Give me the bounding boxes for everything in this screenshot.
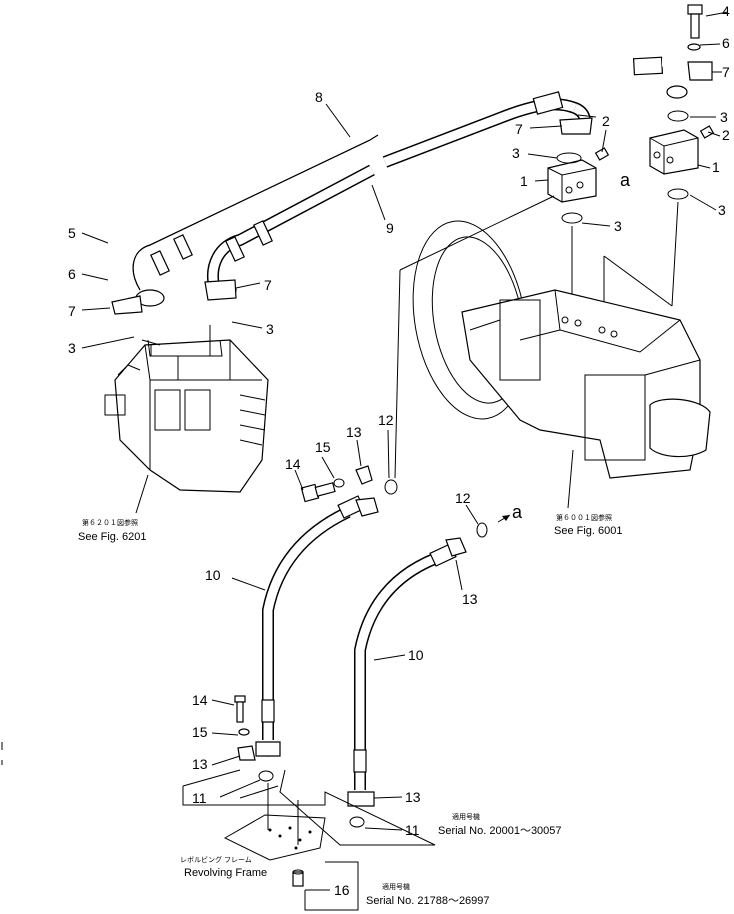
callout-4: 4 <box>722 3 730 19</box>
callout-15-top: 15 <box>315 439 331 455</box>
callout-1-center: 1 <box>520 173 528 189</box>
callout-3-mid: 3 <box>266 321 274 337</box>
hose-8 <box>132 56 688 291</box>
callout-13-low-right: 13 <box>405 789 421 805</box>
hose-10-left <box>255 495 379 757</box>
ref-fig6001-jp: 第６００１図参照 <box>556 513 612 522</box>
callout-3-center: 3 <box>512 145 520 161</box>
callout-7-left: 7 <box>68 303 76 319</box>
callout-5: 5 <box>68 225 76 241</box>
serial-2-en: Serial No. 21788～26997 <box>366 895 490 907</box>
callout-10-right: 10 <box>408 647 424 663</box>
connection-lines <box>394 195 679 479</box>
callout-7-mid: 7 <box>264 277 272 293</box>
serial-2-jp: 適用号機 <box>382 882 410 891</box>
label-a-top: a <box>620 170 631 190</box>
control-valve <box>104 339 269 493</box>
frame-label-en: Revolving Frame <box>184 867 267 879</box>
callout-3-left: 3 <box>68 340 76 356</box>
callout-13-top: 13 <box>346 424 362 440</box>
callout-2-center: 2 <box>602 113 610 129</box>
main-pump <box>412 220 711 479</box>
callout-15-low: 15 <box>192 724 208 740</box>
lower-small-parts <box>234 465 511 828</box>
callout-12-mid: 12 <box>455 490 471 506</box>
callout-12-top: 12 <box>378 412 394 428</box>
callout-6-top: 6 <box>722 35 730 51</box>
callout-8: 8 <box>315 89 323 105</box>
frame-label-jp: レボルビング フレーム <box>180 855 252 864</box>
callout-7-center: 7 <box>515 121 523 137</box>
callout-13-mid: 13 <box>462 591 478 607</box>
callout-16: 16 <box>334 882 350 898</box>
block-1-right <box>649 110 715 200</box>
label-a-mid: a <box>512 502 523 522</box>
revolving-frame <box>223 783 326 887</box>
callout-2-right: 2 <box>722 127 730 143</box>
callout-7-top: 7 <box>722 64 730 80</box>
block-1-center <box>547 147 610 224</box>
serial-1-jp: 適用号機 <box>452 812 480 821</box>
callout-10-left: 10 <box>205 567 221 583</box>
ref-fig6201-en: See Fig. 6201 <box>78 531 147 543</box>
ref-fig6201-jp: 第６２０１図参照 <box>82 518 138 527</box>
callout-9: 9 <box>386 220 394 236</box>
callout-11-right: 11 <box>405 822 420 838</box>
left-flanges <box>111 61 713 315</box>
callout-1-right: 1 <box>712 159 720 175</box>
bolt-4 <box>687 4 703 51</box>
callout-13-low-left: 13 <box>192 756 208 772</box>
leader-lines <box>81 11 729 891</box>
hose-10-right <box>347 537 467 807</box>
callout-3-center-low: 3 <box>614 218 622 234</box>
callout-11-left: 11 <box>192 790 207 806</box>
bracket-lines <box>182 769 436 911</box>
callout-3-top-right: 3 <box>720 109 728 125</box>
callout-14-low: 14 <box>192 692 208 708</box>
callout-6-left: 6 <box>68 266 76 282</box>
ref-fig6001-en: See Fig. 6001 <box>554 525 623 537</box>
serial-1-en: Serial No. 20001～30057 <box>438 825 562 837</box>
callout-14-top: 14 <box>285 456 301 472</box>
callout-3-right: 3 <box>718 202 726 218</box>
